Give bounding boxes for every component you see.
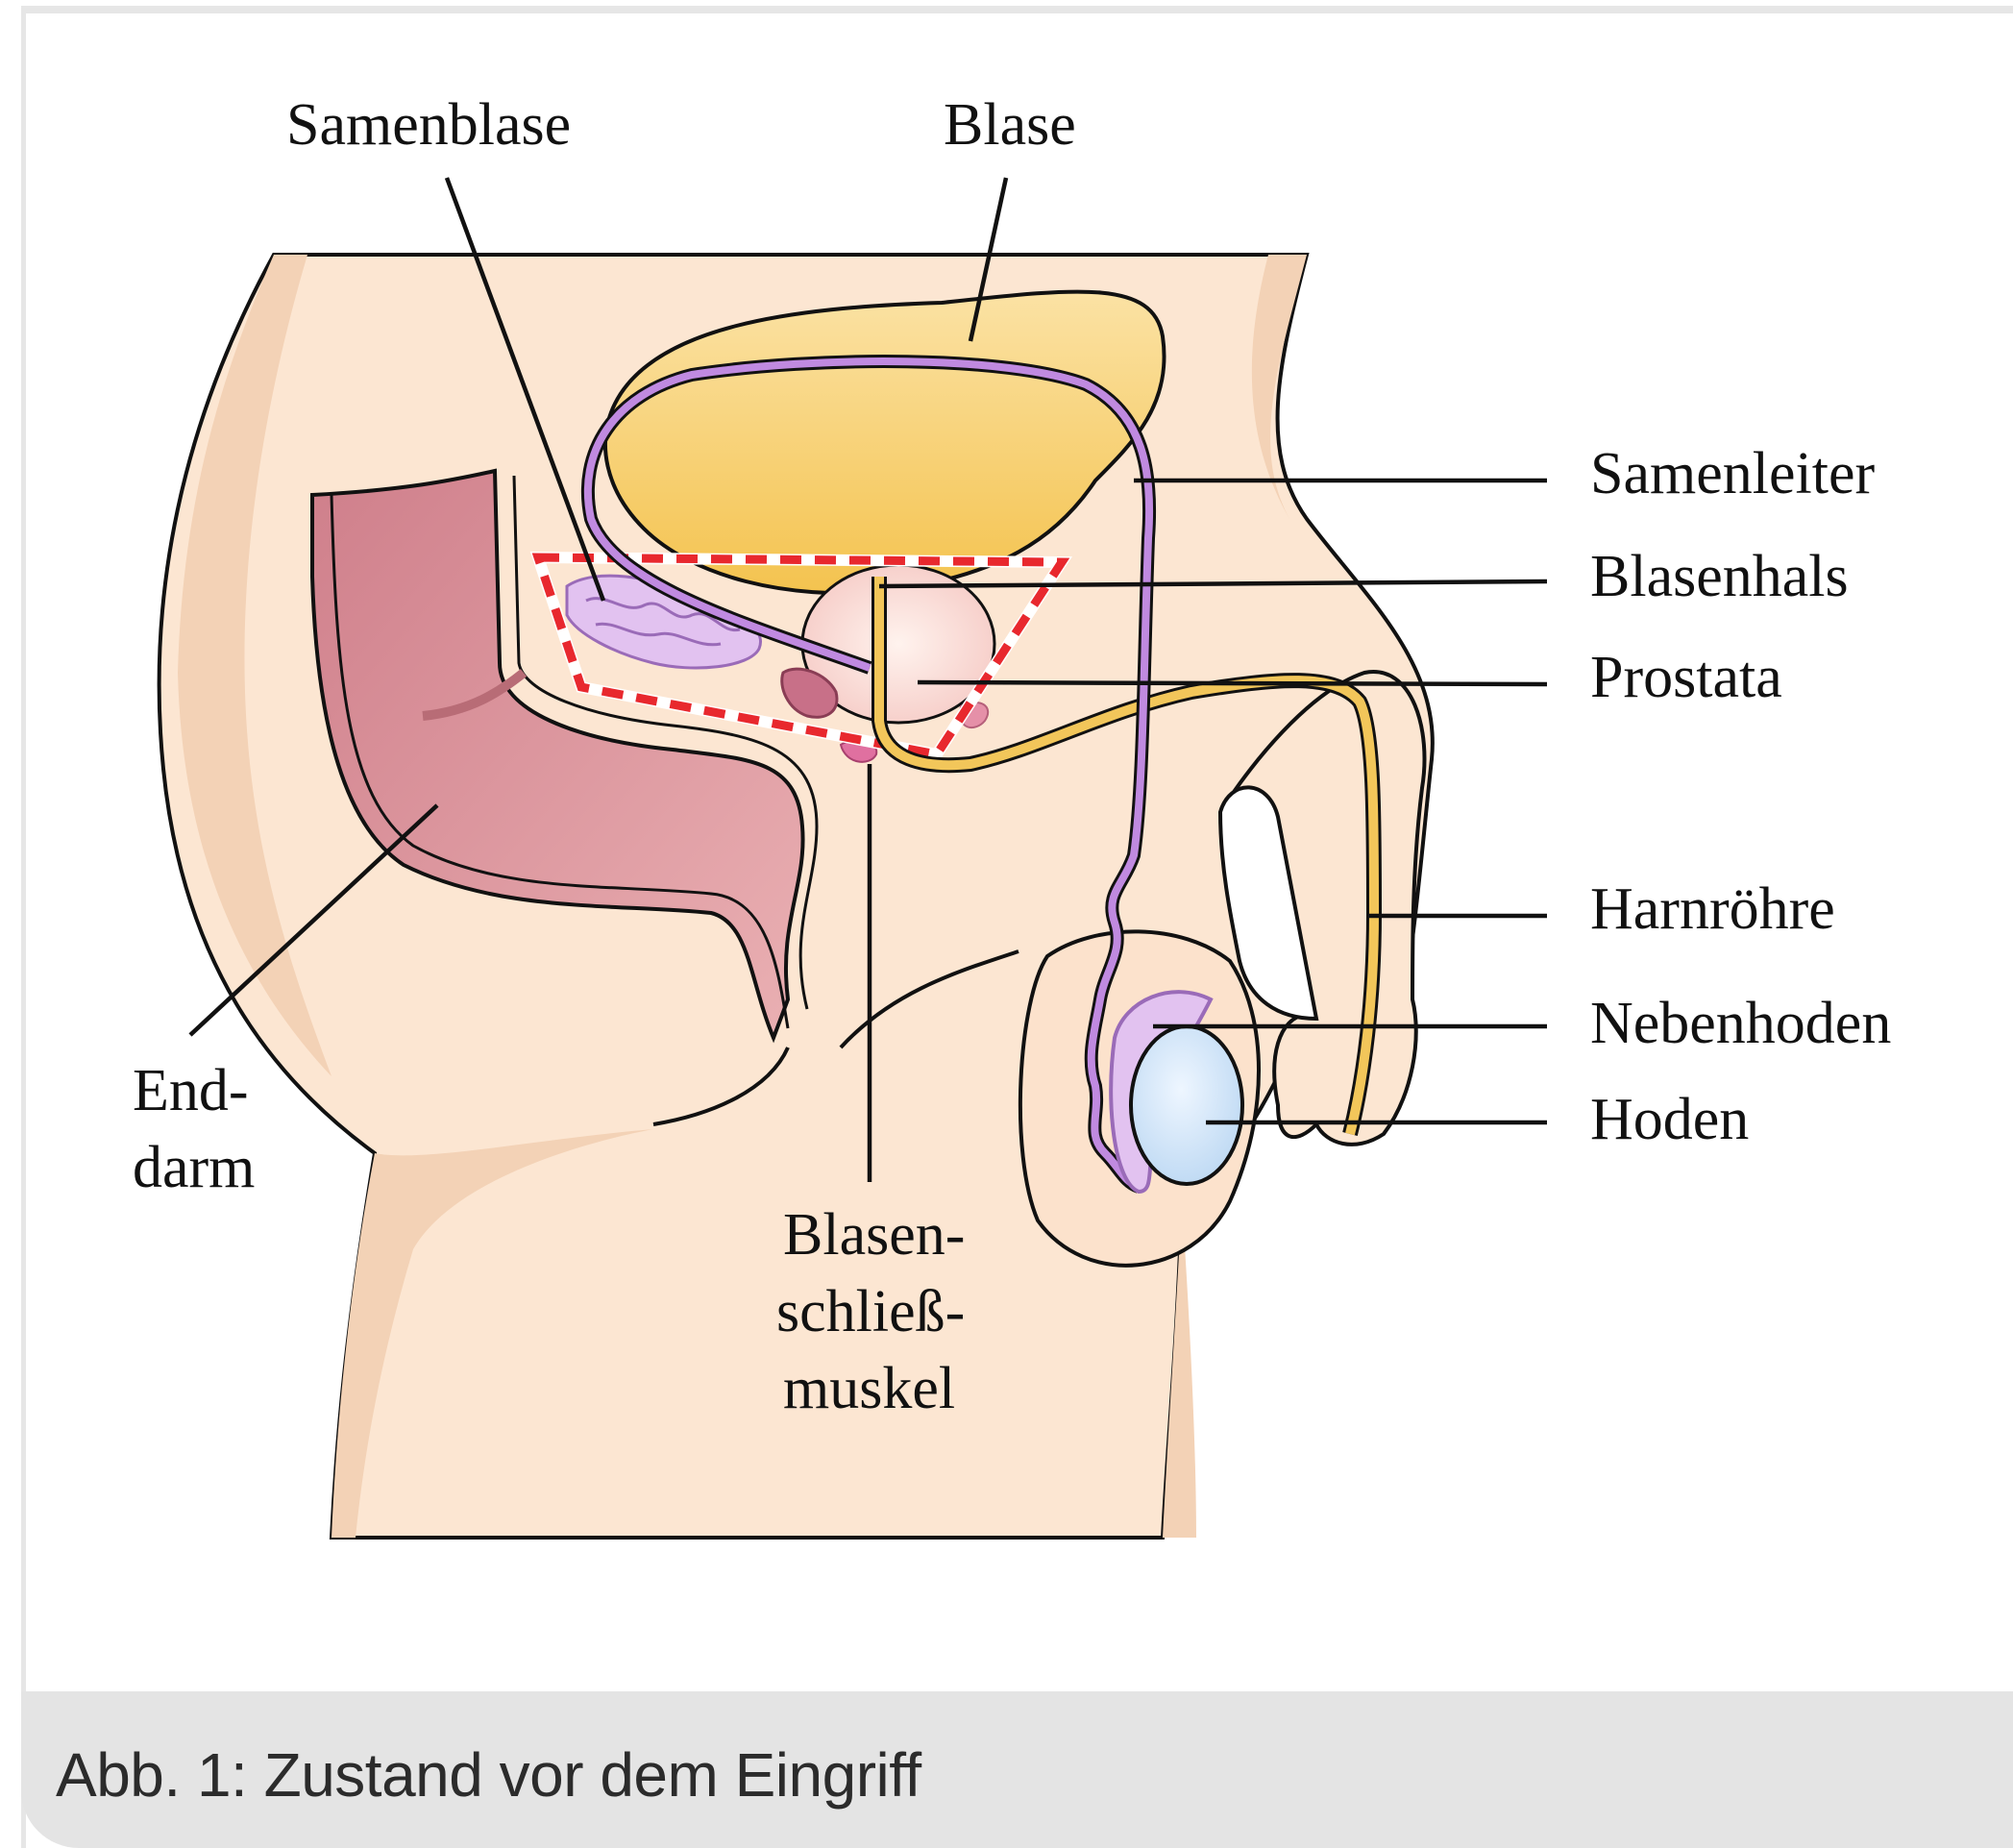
label-blasenhals: Blasenhals: [1590, 544, 1849, 609]
label-nebenhoden: Nebenhoden: [1590, 991, 1891, 1056]
label-enddarm-line1: End-: [133, 1058, 249, 1123]
label-schliessmuskel-line2: schließ-: [776, 1279, 965, 1344]
label-schliessmuskel-line3: muskel: [783, 1356, 955, 1421]
testis: [1131, 1026, 1242, 1184]
label-enddarm-line2: darm: [133, 1135, 255, 1200]
label-hoden: Hoden: [1590, 1087, 1749, 1152]
label-samenleiter: Samenleiter: [1590, 441, 1875, 506]
label-blase: Blase: [944, 92, 1076, 158]
figure-caption: Abb. 1: Zustand vor dem Eingriff: [56, 1739, 921, 1811]
label-schliessmuskel-line1: Blasen-: [783, 1202, 965, 1268]
label-harnroehre: Harnröhre: [1590, 876, 1835, 942]
label-prostata: Prostata: [1590, 645, 1782, 710]
label-samenblase: Samenblase: [286, 92, 571, 158]
